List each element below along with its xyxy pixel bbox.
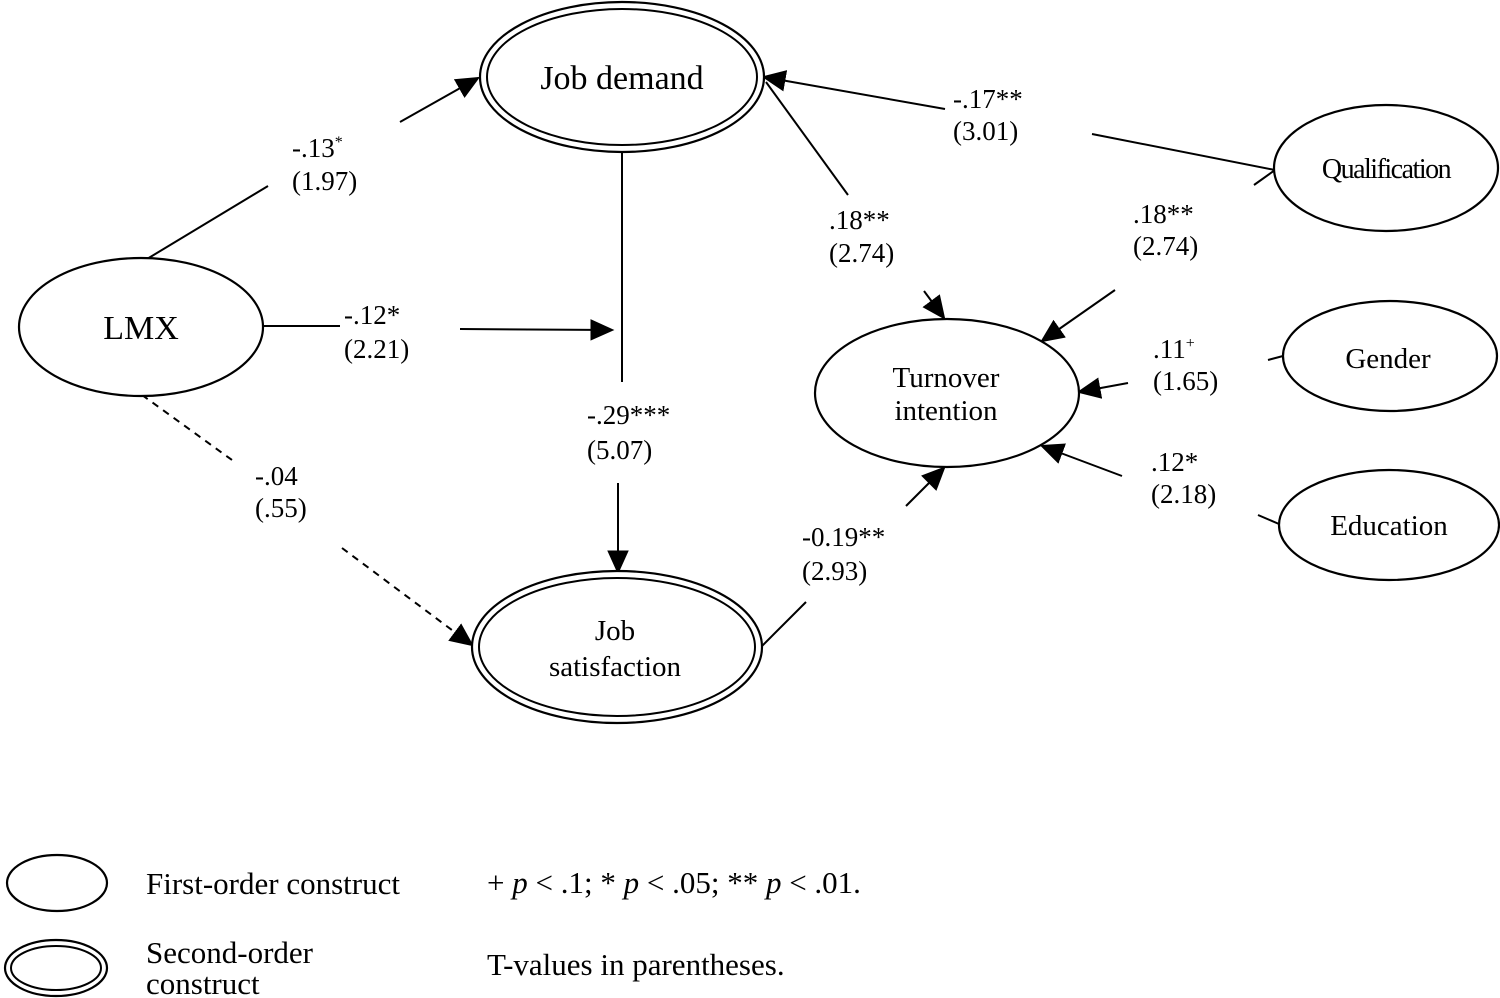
- coef-education-to-turnover-t: (2.18): [1151, 479, 1216, 509]
- coef-satisfaction-to-turnover: -0.19** (2.93): [802, 522, 885, 586]
- node-qualification-label: Qualification: [1322, 154, 1452, 185]
- legend-second-order-symbol: [3, 938, 109, 998]
- coef-qualification-to-turnover-value: .18**: [1133, 199, 1194, 229]
- node-qualification: Qualification: [1272, 103, 1500, 233]
- coef-demand-to-satisfaction-value: -.29***: [587, 400, 670, 430]
- node-gender: Gender: [1281, 299, 1499, 413]
- path-qualification-to-demand: [761, 70, 1276, 171]
- coef-satisfaction-to-turnover-value: -0.19**: [802, 522, 885, 552]
- coef-lmx-to-link-t: (2.21): [344, 334, 409, 364]
- path-education-to-turnover: [1039, 443, 1280, 525]
- legend-significance: + p < .1; * p < .05; ** p < .01.: [487, 865, 861, 900]
- coef-lmx-to-demand-t: (1.97): [292, 166, 357, 196]
- coef-gender-to-turnover-t: (1.65): [1153, 366, 1218, 396]
- coef-demand-to-turnover-value: .18**: [829, 205, 890, 235]
- coef-lmx-to-satisfaction-value: -.04: [255, 461, 298, 491]
- node-lmx-label: LMX: [103, 310, 179, 347]
- coef-gender-to-turnover: .11+ (1.65): [1153, 334, 1218, 396]
- node-turnover-label-2: intention: [894, 395, 998, 427]
- legend-first-order-symbol: [5, 853, 109, 913]
- legend-t-values: T-values in parentheses.: [487, 947, 785, 982]
- path-qualification-to-turnover: [1040, 169, 1276, 343]
- coef-qualification-to-demand: -.17** (3.01): [953, 84, 1023, 146]
- node-job-satisfaction-label-1: Job: [595, 615, 635, 647]
- path-demand-to-satisfaction: [607, 152, 629, 575]
- legend-second-order-label-1: Second-order: [146, 935, 314, 970]
- coef-education-to-turnover: .12* (2.18): [1151, 447, 1216, 509]
- coef-qualification-to-demand-value: -.17**: [953, 84, 1023, 114]
- coef-education-to-turnover-value: .12*: [1151, 447, 1198, 477]
- node-education-label: Education: [1330, 510, 1448, 542]
- path-demand-to-turnover: [765, 81, 946, 320]
- coef-demand-to-turnover: .18** (2.74): [829, 205, 894, 268]
- coef-demand-to-turnover-t: (2.74): [829, 238, 894, 268]
- coef-lmx-to-satisfaction-t: (.55): [255, 493, 307, 523]
- coef-demand-to-satisfaction-t: (5.07): [587, 435, 652, 465]
- legend-second-order-label-2: construct: [146, 966, 260, 998]
- legend: First-order construct Second-order const…: [3, 853, 861, 998]
- node-education: Education: [1277, 468, 1500, 582]
- coef-lmx-to-demand-value: -.13*: [292, 133, 343, 163]
- node-job-demand: Job demand: [478, 0, 766, 154]
- coef-qualification-to-turnover-t: (2.74): [1133, 231, 1198, 261]
- path-gender-to-turnover: [1076, 355, 1284, 399]
- coef-lmx-to-demand: -.13* (1.97): [292, 133, 357, 196]
- node-lmx: LMX: [17, 256, 265, 398]
- legend-second-order: Second-order construct: [3, 935, 314, 998]
- path-satisfaction-to-turnover: [761, 466, 946, 647]
- path-lmx-to-satisfaction: [141, 394, 474, 647]
- legend-first-order-label: First-order construct: [146, 866, 400, 901]
- coef-lmx-to-satisfaction: -.04 (.55): [255, 461, 307, 523]
- coef-gender-to-turnover-value: .11+: [1153, 334, 1195, 364]
- coef-demand-to-satisfaction: -.29*** (5.07): [587, 400, 670, 465]
- coef-lmx-to-link: -.12* (2.21): [344, 300, 409, 364]
- node-job-demand-label: Job demand: [540, 60, 703, 97]
- node-gender-label: Gender: [1345, 343, 1431, 375]
- path-lmx-to-link: [262, 319, 615, 341]
- node-turnover-intention: Turnover intention: [813, 317, 1081, 469]
- node-turnover-label-1: Turnover: [893, 362, 1000, 394]
- coef-qualification-to-demand-t: (3.01): [953, 116, 1018, 146]
- legend-first-order: First-order construct: [5, 853, 400, 913]
- coef-satisfaction-to-turnover-t: (2.93): [802, 556, 867, 586]
- coef-lmx-to-link-value: -.12*: [344, 300, 400, 330]
- path-lmx-to-demand: [141, 76, 481, 263]
- node-job-satisfaction-label-2: satisfaction: [549, 651, 682, 683]
- coef-qualification-to-turnover: .18** (2.74): [1133, 199, 1198, 261]
- node-job-satisfaction: Job satisfaction: [470, 569, 764, 725]
